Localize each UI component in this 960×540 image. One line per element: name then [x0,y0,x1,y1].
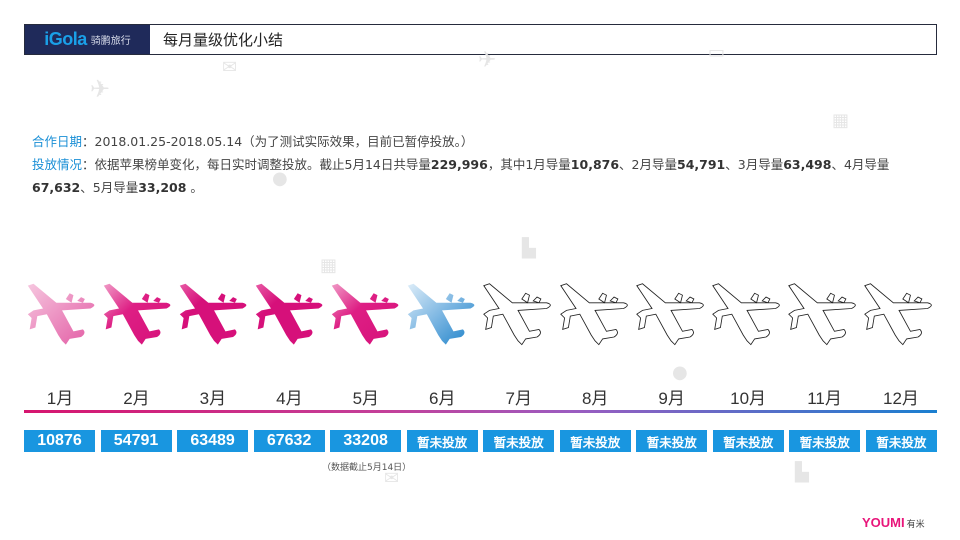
value-badge: 54791 [100,430,172,452]
airplane-icon-may [328,276,404,360]
month-label: 3月 [199,389,227,408]
month-labels: 1月 2月 3月 4月 5月 6月 7月 8月 9月 10月 11月 12月 [24,384,937,409]
airplane-bg-icon: ✈ [90,75,111,103]
airplane-bg-icon: ✈ [478,48,497,73]
airplane-outline-icon-jul [480,276,556,360]
igola-logo: iGola 骑鹏旅行 [25,25,150,54]
airplane-icon-feb [100,276,176,360]
month-label: 8月 [581,389,609,408]
feb-value: 54,791 [677,157,726,172]
location-pin-icon: ● [672,362,688,383]
youmi-logo: YOUMI 有米 [862,515,925,530]
delivery-text: 、4月导量 [831,157,890,172]
status-badge: 暂未投放 [483,430,555,452]
airplane-icon-mar [176,276,252,360]
data-cutoff-note: （数据截止5月14日） [322,463,412,473]
jan-value: 10,876 [570,157,620,172]
total-value: 229,996 [430,157,488,172]
airplane-row [24,276,937,360]
car-icon: ▭ [708,42,726,63]
building-icon: ▙ [522,238,536,259]
delivery-status-label: 投放情况 [32,157,83,172]
page-header: iGola 骑鹏旅行 每月量级优化小结 [24,24,937,55]
month-label: 9月 [658,389,685,408]
month-values: 10876 54791 63489 67632 33208 暂未投放 暂未投放 … [24,430,937,452]
status-badge: 暂未投放 [789,430,861,452]
airplane-icon-jan [24,276,100,360]
cooperation-date-label: 合作日期 [32,134,83,149]
airplane-icon-apr [252,276,328,360]
page-title: 每月量级优化小结 [163,31,284,49]
status-badge: 暂未投放 [406,430,478,452]
value-badge: 63489 [177,430,249,452]
status-badge: 暂未投放 [636,430,708,452]
apr-value: 67,632 [32,180,81,195]
status-badge: 暂未投放 [712,430,784,452]
delivery-status-line: 投放情况：依据苹果榜单变化，每日实时调整投放。截止5月14日共导量229,996… [32,153,922,199]
airplane-outline-icon-aug [557,276,633,360]
cooperation-date-line: 合作日期：2018.01.25-2018.05.14（为了测试实际效果，目前已暂… [32,130,922,153]
summary-info: 合作日期：2018.01.25-2018.05.14（为了测试实际效果，目前已暂… [32,130,922,199]
airplane-outline-icon-dec [861,276,937,360]
delivery-text: 。 [186,180,203,195]
month-label: 4月 [276,389,303,408]
month-label: 2月 [123,389,150,408]
airplane-icon-jun [404,276,480,360]
delivery-text: 、5月导量 [80,180,139,195]
airplane-outline-icon-oct [709,276,785,360]
envelope-icon: ✉ [384,468,400,489]
status-badge: 暂未投放 [559,430,631,452]
month-label: 10月 [730,389,767,408]
month-label: 1月 [46,389,74,408]
delivery-text: 、3月导量 [725,157,784,172]
delivery-text: 、2月导量 [619,157,677,172]
brand-text-cn: 有米 [906,520,925,530]
delivery-text: ：依据苹果榜单变化，每日实时调整投放。截止5月14日共导量 [82,157,431,172]
status-badge: 暂未投放 [865,430,937,452]
logo-text-cn: 骑鹏旅行 [90,36,131,47]
month-label: 6月 [429,389,456,408]
delivery-text: ，其中1月导量 [487,157,571,172]
value-badge: 33208 [330,430,402,452]
month-label: 11月 [807,389,842,408]
month-label: 12月 [883,389,919,408]
may-value: 33,208 [138,180,187,195]
brand-text-en: YOUMI [862,515,905,530]
airplane-outline-icon-sep [633,276,709,360]
timeline-divider [24,410,937,413]
cooperation-date-text: ：2018.01.25-2018.05.14（为了测试实际效果，目前已暂停投放。… [82,134,474,149]
envelope-icon: ✉ [222,57,238,78]
logo-text-en: iGola [44,29,87,49]
calendar-icon: ▦ [832,110,850,131]
month-label: 7月 [505,389,532,408]
calendar-icon: ▦ [320,255,338,276]
building-icon: ▙ [795,462,809,483]
airplane-outline-icon-nov [785,276,861,360]
month-label: 5月 [352,389,380,408]
value-badge: 10876 [24,430,95,452]
location-pin-icon: ● [272,168,288,189]
value-badge: 67632 [253,430,325,452]
mar-value: 63,498 [783,157,832,172]
